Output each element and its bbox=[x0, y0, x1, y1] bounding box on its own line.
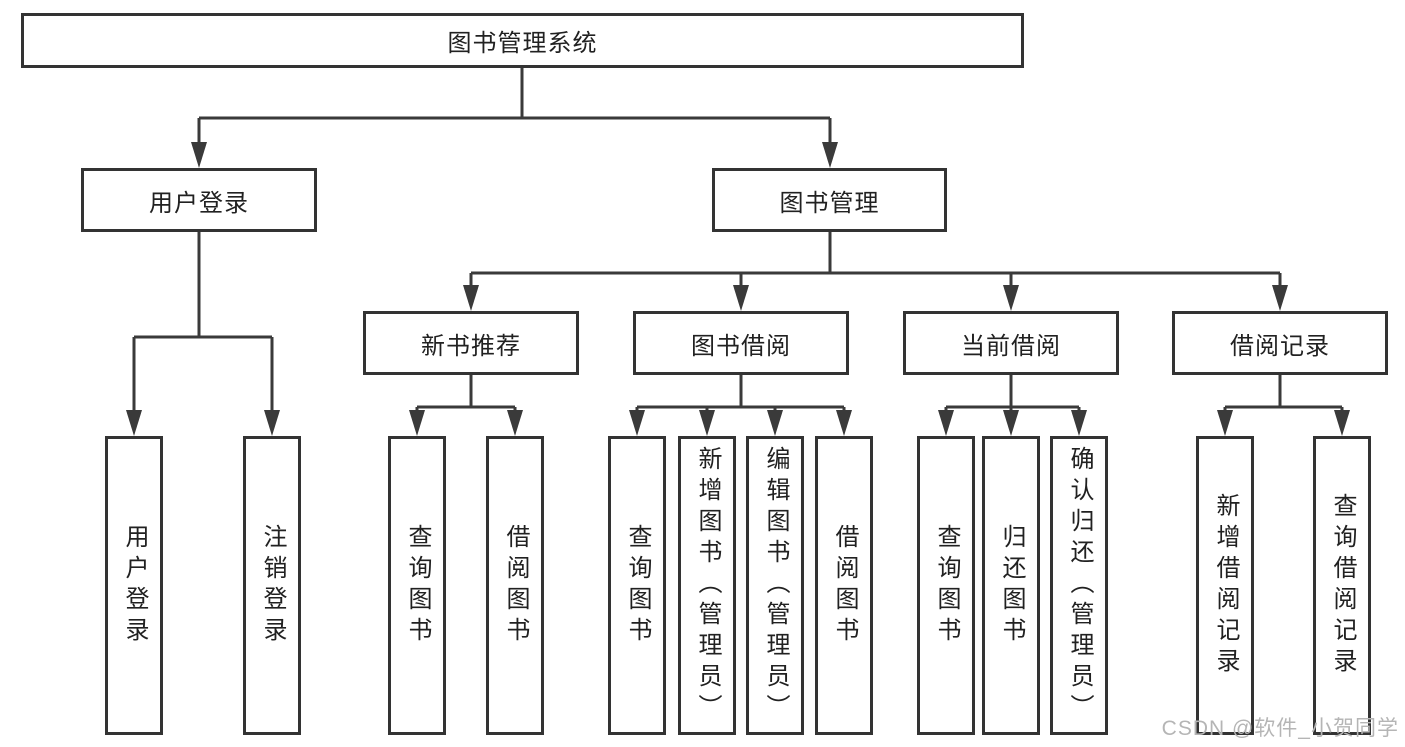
node-user-login: 用户登录 bbox=[81, 168, 317, 232]
node-new-book-recommend: 新书推荐 bbox=[363, 311, 579, 375]
leaf-add-book-admin-label: 新增图书（管理员） bbox=[694, 446, 721, 725]
node-root-label: 图书管理系统 bbox=[447, 30, 598, 57]
leaf-query-borrow-record: 查询借阅记录 bbox=[1313, 436, 1371, 735]
node-user-login-label: 用户登录 bbox=[149, 189, 249, 217]
leaf-add-book-admin: 新增图书（管理员） bbox=[678, 436, 736, 735]
node-book-management-label: 图书管理 bbox=[779, 189, 880, 217]
leaf-borrow-books: 借阅图书 bbox=[815, 436, 873, 735]
node-new-book-recommend-label: 新书推荐 bbox=[421, 332, 521, 360]
node-current-borrow: 当前借阅 bbox=[903, 311, 1119, 375]
node-root: 图书管理系统 bbox=[21, 13, 1024, 68]
node-borrow-records: 借阅记录 bbox=[1172, 311, 1388, 375]
leaf-edit-book-admin-label: 编辑图书（管理员） bbox=[762, 446, 789, 725]
node-book-borrow-label: 图书借阅 bbox=[691, 332, 791, 360]
leaf-query-books-recommend-label: 查询图书 bbox=[404, 523, 431, 648]
node-book-management: 图书管理 bbox=[712, 168, 947, 232]
leaf-edit-book-admin: 编辑图书（管理员） bbox=[746, 436, 804, 735]
leaf-query-books-borrow-label: 查询图书 bbox=[624, 523, 651, 648]
leaf-return-book-label: 归还图书 bbox=[998, 523, 1025, 648]
leaf-borrow-books-recommend-label: 借阅图书 bbox=[502, 523, 529, 648]
leaf-borrow-books-recommend: 借阅图书 bbox=[486, 436, 544, 735]
node-borrow-records-label: 借阅记录 bbox=[1230, 332, 1330, 360]
leaf-return-book: 归还图书 bbox=[982, 436, 1040, 735]
leaf-confirm-return-admin-label: 确认归还（管理员） bbox=[1066, 446, 1093, 725]
leaf-confirm-return-admin: 确认归还（管理员） bbox=[1050, 436, 1108, 735]
leaf-logout-label: 注销登录 bbox=[259, 523, 286, 648]
leaf-query-books-current: 查询图书 bbox=[917, 436, 975, 735]
leaf-user-login-label: 用户登录 bbox=[121, 523, 148, 648]
leaf-query-books-borrow: 查询图书 bbox=[608, 436, 666, 735]
leaf-borrow-books-label: 借阅图书 bbox=[831, 523, 858, 648]
watermark: CSDN @软件_小贺同学 bbox=[1161, 717, 1399, 740]
leaf-query-borrow-record-label: 查询借阅记录 bbox=[1329, 492, 1356, 679]
leaf-add-borrow-record-label: 新增借阅记录 bbox=[1212, 492, 1239, 679]
leaf-query-books-recommend: 查询图书 bbox=[388, 436, 446, 735]
leaf-query-books-current-label: 查询图书 bbox=[933, 523, 960, 648]
leaf-add-borrow-record: 新增借阅记录 bbox=[1196, 436, 1254, 735]
node-book-borrow: 图书借阅 bbox=[633, 311, 849, 375]
leaf-logout: 注销登录 bbox=[243, 436, 301, 735]
leaf-user-login: 用户登录 bbox=[105, 436, 163, 735]
node-current-borrow-label: 当前借阅 bbox=[961, 332, 1061, 360]
